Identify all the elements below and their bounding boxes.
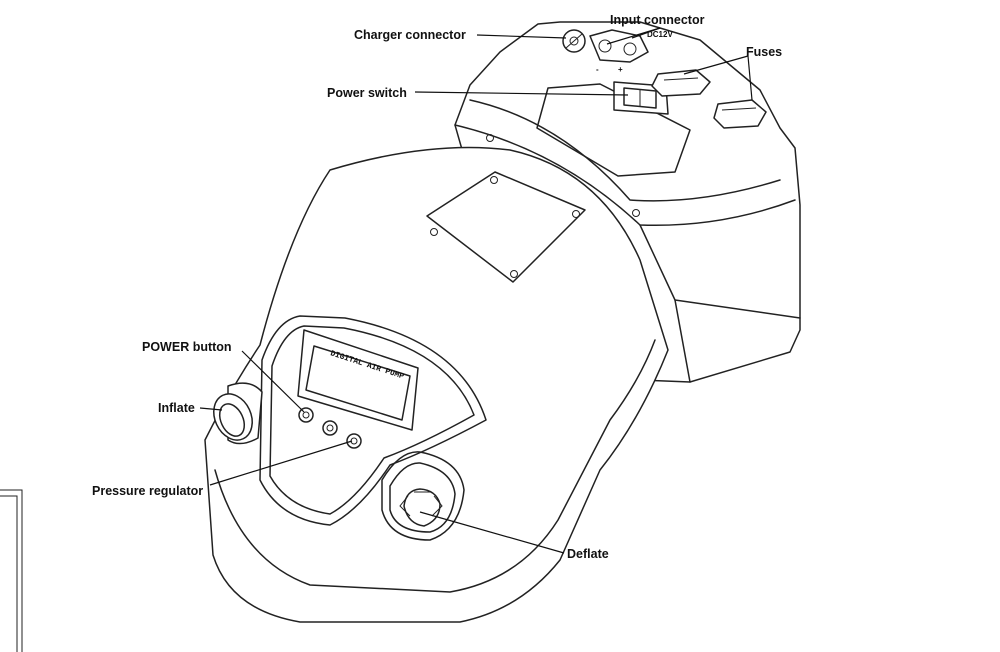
lcd-display: DIGITAL AIR PUMP — [297, 329, 419, 431]
inflate-port[interactable] — [207, 382, 263, 446]
label-dc12v: DC12V — [647, 30, 673, 39]
plus-marker: + — [618, 65, 623, 74]
label-fuses: Fuses — [746, 45, 782, 59]
label-power-switch: Power switch — [327, 86, 407, 100]
leader-lines — [199, 27, 753, 554]
fuse-top — [651, 69, 711, 97]
pressure-regulator-knob[interactable] — [346, 433, 362, 449]
frame-fragment — [0, 489, 23, 652]
label-input-connector: Input connector — [610, 13, 705, 27]
label-power-button: POWER button — [142, 340, 232, 354]
label-inflate: Inflate — [158, 401, 195, 415]
label-pressure-regulator: Pressure regulator — [92, 484, 203, 498]
label-deflate: Deflate — [567, 547, 609, 561]
pump-housing: DIGITAL AIR PUMP — [204, 146, 669, 623]
callouts: Input connector DC12V Charger connector … — [92, 13, 782, 561]
rear-panel: - + — [562, 29, 767, 129]
charger-connector — [562, 29, 586, 53]
power-button[interactable] — [298, 407, 314, 423]
panel-button-2[interactable] — [322, 420, 338, 436]
label-charger-connector: Charger connector — [354, 28, 466, 42]
deflate-valve[interactable] — [381, 451, 465, 541]
minus-marker: - — [596, 65, 599, 74]
power-switch[interactable] — [613, 81, 669, 115]
